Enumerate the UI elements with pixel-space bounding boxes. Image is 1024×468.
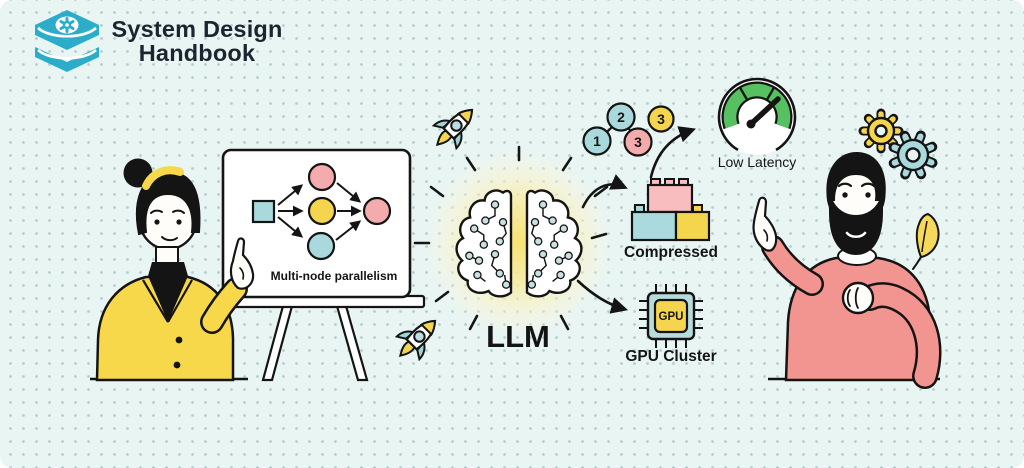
step-badges: 1 2 3 3	[582, 102, 675, 157]
diagram-node-teal	[306, 231, 336, 261]
brain-group: LLM	[413, 145, 613, 354]
whiteboard-diagram	[251, 162, 392, 261]
whiteboard: Multi-node parallelism	[221, 148, 412, 299]
llm-label: LLM	[486, 319, 550, 354]
diagram-input-square	[251, 199, 276, 224]
diagram-node-yellow	[307, 196, 337, 226]
gear-icon-yellow	[858, 108, 904, 154]
rocket-icon-bottom	[394, 319, 437, 362]
diagram-node-pink	[307, 162, 337, 192]
step-badge-3-alt: 3	[647, 105, 675, 133]
compressed-blocks-icon	[630, 178, 711, 242]
step-badge-3: 3	[623, 127, 653, 157]
arrow-compressed-to-gauge	[649, 126, 696, 179]
latency-label: Low Latency	[718, 154, 797, 170]
gpu-cluster-label: GPU Cluster	[625, 348, 716, 365]
svg-text:1: 1	[593, 133, 601, 149]
woman-turtleneck	[148, 262, 188, 322]
step-badge-2: 2	[606, 102, 636, 132]
gpu-chip-icon: GPU	[639, 284, 703, 348]
woman-smile	[161, 236, 178, 242]
brain-glow	[425, 149, 613, 337]
whiteboard-caption: Multi-node parallelism	[271, 269, 398, 283]
svg-text:3: 3	[634, 134, 642, 150]
leaf-icon	[912, 212, 940, 270]
diagram-output-node	[362, 196, 392, 226]
svg-text:3: 3	[657, 111, 665, 127]
man-smile	[845, 231, 867, 239]
latency-gauge-icon	[717, 77, 797, 155]
gear-icon-teal	[888, 130, 938, 180]
man-illustration	[752, 151, 942, 389]
gear-icon	[55, 16, 79, 34]
gpu-chip-label: GPU	[659, 311, 684, 323]
woman-headband	[142, 166, 184, 190]
man-beard	[829, 191, 883, 255]
brain-icon	[455, 189, 583, 298]
brand-name-line2: Handbook	[139, 40, 256, 66]
woman-jacket	[95, 275, 235, 382]
brand-logo-icon	[35, 10, 99, 72]
woman-pointing-hand	[229, 237, 255, 290]
brand-name-line1: System Design	[111, 16, 282, 42]
arrow-brain-to-compressed	[581, 174, 628, 209]
man-pointing-hand	[752, 196, 778, 252]
step-badge-1: 1	[582, 126, 612, 156]
man-hair	[826, 151, 886, 201]
easel	[226, 294, 426, 382]
brain-glow-rays	[413, 145, 609, 331]
brand-logo: System Design Handbook	[35, 10, 282, 72]
rocket-icon-top	[431, 108, 474, 151]
svg-text:2: 2	[617, 109, 625, 125]
arrow-brain-to-gpu	[576, 279, 629, 314]
woman-illustration	[95, 158, 255, 382]
compressed-label: Compressed	[624, 244, 718, 261]
diagram-arrows	[277, 182, 362, 241]
